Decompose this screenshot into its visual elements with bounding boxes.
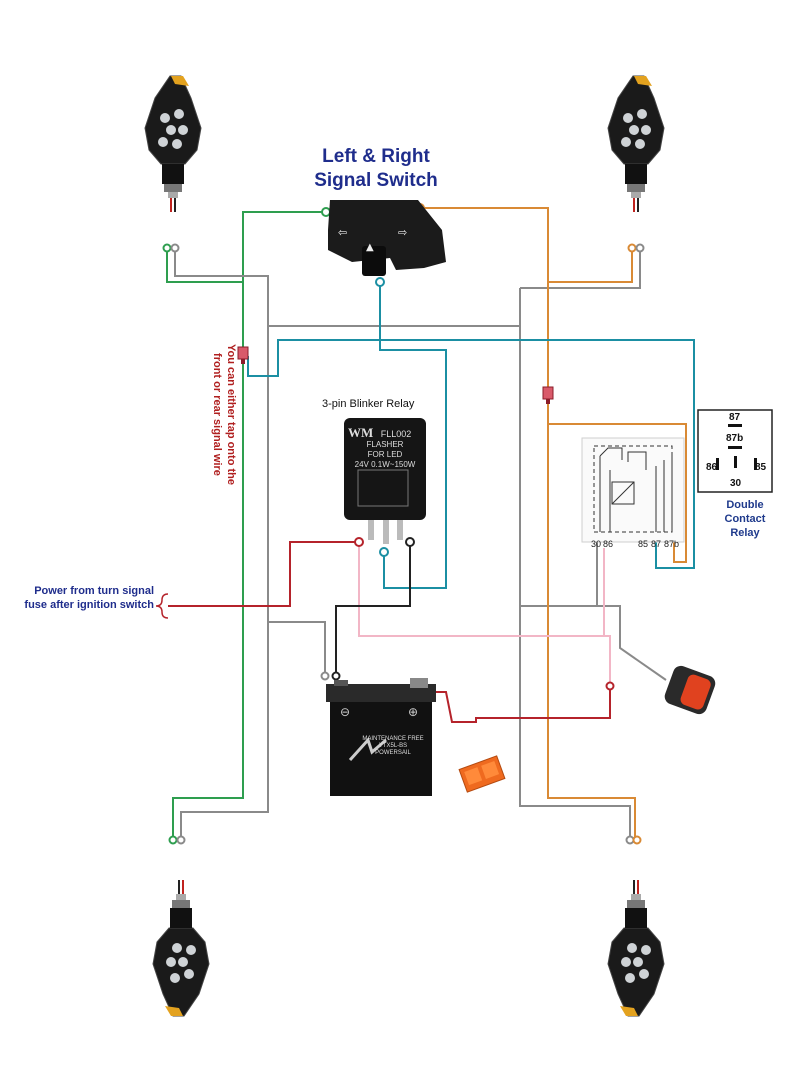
wire-green-front-left <box>166 250 243 283</box>
battery-label: MAINTENANCE FREE YTX5L-BS POWERSAIL <box>352 736 434 757</box>
wire-green-main <box>172 211 330 838</box>
flasher-brand-text: WM <box>348 425 374 440</box>
flasher-model-text: FLL002 <box>380 429 412 439</box>
wire-gray-relay-30 <box>520 540 598 607</box>
terminal-label-30: 30 <box>591 539 602 549</box>
power-note-brace <box>155 593 169 619</box>
turn-signal-lamp-icon <box>144 75 202 213</box>
power-note-line-2: fuse after ignition switch <box>24 599 154 611</box>
signal-switch-icon: ⇦ ⇨ ▲ <box>328 200 446 276</box>
terminal-label-86: 86 <box>603 539 614 549</box>
turn-signal-lamp-icon <box>152 879 210 1017</box>
svg-text:▲: ▲ <box>366 242 374 253</box>
legend-pin-86: 86 <box>706 462 718 473</box>
wire-red-power <box>168 541 359 607</box>
legend-pin-87: 87 <box>729 412 741 423</box>
wire-black-ground <box>335 544 411 676</box>
terminal-label-87b: 87b <box>664 539 680 549</box>
title-line-1: Left & Right <box>322 146 430 167</box>
battery-icon: ⊖ ⊕ <box>326 678 436 796</box>
diagram-title: Left & Right Signal Switch <box>276 145 476 193</box>
tap-note-line-1: You can either tap onto the <box>225 344 237 485</box>
hazard-button-icon <box>664 665 716 715</box>
svg-text:⊕: ⊕ <box>408 705 418 719</box>
tap-note: You can either tap onto the front or rea… <box>210 344 238 485</box>
wire-teal-relay <box>247 339 695 569</box>
terminal-label-87: 87 <box>651 539 662 549</box>
double-relay-caption-3: Relay <box>730 527 760 539</box>
double-relay-caption-1: Double <box>726 499 764 511</box>
wire-gray-right-down <box>519 288 631 838</box>
wire-orange-relay <box>547 412 687 563</box>
terminal-label-85: 85 <box>638 539 649 549</box>
tap-connector-right <box>542 386 554 404</box>
double-relay-caption-2: Contact <box>724 513 766 525</box>
wire-gray-to-battery <box>268 621 326 676</box>
tap-connector-left <box>237 346 249 364</box>
flasher-text-1: FLASHER <box>366 440 404 449</box>
battery-text-2: YTX5L-BS <box>378 743 408 749</box>
wire-red-fuse <box>430 686 611 723</box>
svg-text:⇨: ⇨ <box>398 226 407 239</box>
turn-signal-lamp-icon <box>607 879 665 1017</box>
legend-pin-85: 85 <box>755 462 767 473</box>
title-line-2: Signal Switch <box>314 170 438 191</box>
relay-pin-legend <box>697 409 773 493</box>
svg-text:⊖: ⊖ <box>340 705 350 719</box>
turn-signal-lamp-icon <box>607 75 665 213</box>
double-relay-body <box>581 437 685 543</box>
wire-pink-86 <box>358 546 605 637</box>
wire-gray-front-left <box>174 250 269 838</box>
wire-pink-fuse <box>604 635 611 686</box>
wire-teal-switch <box>379 282 447 589</box>
legend-pin-87b: 87b <box>726 433 744 444</box>
power-note: Power from turn signal fuse after igniti… <box>0 584 154 612</box>
flasher-relay-icon <box>344 418 426 544</box>
blinker-relay-caption: 3-pin Blinker Relay <box>322 398 415 410</box>
fuse-icon <box>458 755 506 793</box>
battery-text-1: MAINTENANCE FREE <box>362 736 424 742</box>
legend-pin-30: 30 <box>730 478 742 489</box>
flasher-text-2: FOR LED <box>367 450 403 459</box>
wire-gray-hazard <box>520 605 667 681</box>
wire-orange-front-right <box>548 250 633 283</box>
wire-orange-main <box>420 207 636 838</box>
svg-text:⇦: ⇦ <box>338 226 347 239</box>
flasher-specs: FLASHER FOR LED 24V 0.1W~150W <box>344 440 426 470</box>
flasher-text-3: 24V 0.1W~150W <box>354 460 416 469</box>
wire-gray-right <box>520 250 641 289</box>
flasher-brand: WM FLL002 <box>348 424 426 442</box>
tap-note-line-2: front or rear signal wire <box>211 353 223 476</box>
double-relay-caption: Double Contact Relay <box>710 498 780 540</box>
battery-brand: POWERSAIL <box>375 750 411 756</box>
power-note-line-1: Power from turn signal <box>34 585 154 597</box>
